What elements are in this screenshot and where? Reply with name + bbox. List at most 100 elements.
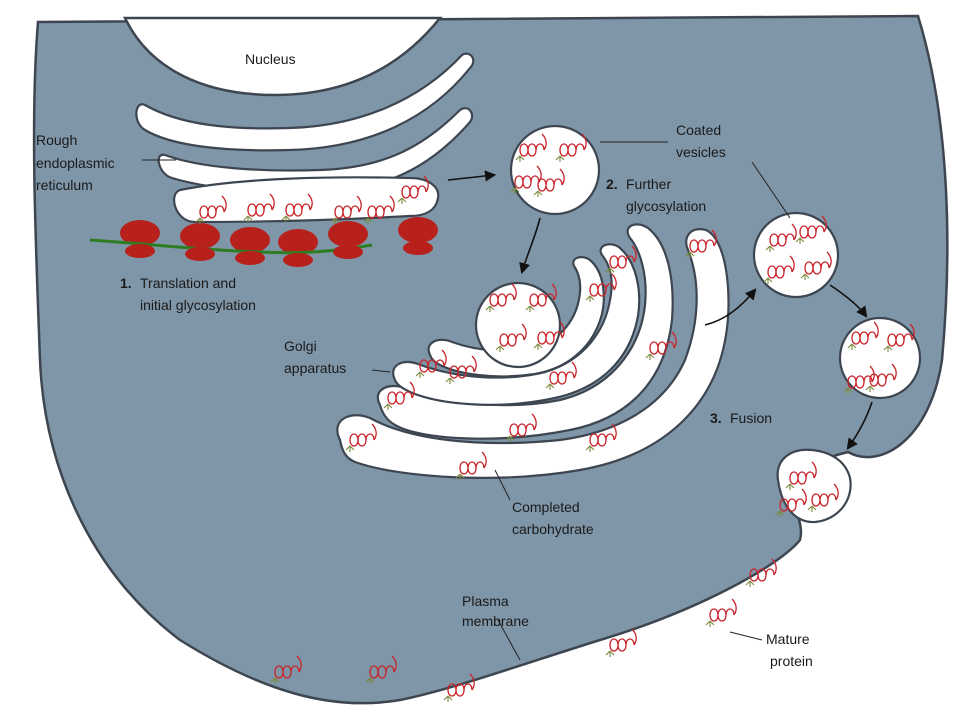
label-rer-1: Rough (36, 132, 77, 148)
leader-completed (494, 469, 511, 501)
ribosome-large-subunit (398, 217, 438, 243)
glycoprotein (533, 168, 565, 197)
vesicle-er-derived (509, 124, 601, 216)
arrow-vesicle-to-vesicle (829, 284, 868, 318)
glycoprotein (455, 451, 487, 480)
glycoprotein (685, 229, 717, 258)
glycoprotein (883, 323, 915, 352)
glycoprotein (765, 223, 797, 252)
rough-er (135, 52, 475, 224)
er-cisterna-2 (157, 107, 474, 194)
glycoprotein (195, 195, 227, 224)
label-step1-line2: initial glycosylation (140, 297, 256, 313)
leader-golgi (371, 369, 391, 373)
glycoprotein (510, 165, 542, 194)
label-coated-1: Coated (676, 122, 721, 138)
glycoprotein (281, 193, 313, 222)
arrow-vesicle-down (519, 217, 541, 275)
leader-coated-vesicles-2 (751, 161, 791, 219)
glycoprotein (505, 413, 537, 442)
ribosome-large-subunit (328, 221, 368, 247)
glycoprotein (397, 175, 429, 204)
label-plasma-1: Plasma (462, 593, 509, 609)
glycoprotein (330, 195, 362, 224)
glycoprotein (485, 283, 517, 312)
label-completed-2: carbohydrate (512, 521, 594, 537)
glycoprotein (585, 423, 617, 452)
glycoprotein (785, 461, 817, 490)
golgi-cisterna-1 (336, 228, 730, 479)
flow-arrows (447, 170, 873, 450)
label-plasma-2: membrane (462, 613, 529, 629)
glycoprotein (763, 255, 795, 284)
glycoprotein (847, 321, 879, 350)
glycoprotein (443, 673, 475, 702)
label-step1-number: 1. (120, 275, 132, 291)
leader-lines (142, 141, 791, 661)
ribosome-small-subunit (125, 244, 155, 258)
ribosome-large-subunit (230, 227, 270, 253)
label-mature-1: Mature (766, 631, 810, 647)
label-golgi-1: Golgi (284, 338, 317, 354)
glycoprotein (745, 558, 777, 587)
label-nucleus: Nucleus (245, 51, 296, 67)
glycoprotein (363, 195, 395, 224)
label-golgi-2: apparatus (284, 360, 346, 376)
label-step2-line1: Further (626, 176, 671, 192)
ribosome-small-subunit (333, 245, 363, 259)
glycoprotein (345, 423, 377, 452)
ribosome-small-subunit (403, 241, 433, 255)
glycoprotein (383, 381, 415, 410)
glycoprotein (495, 323, 527, 352)
ribosome-small-subunit (185, 247, 215, 261)
label-step3-number: 3. (710, 410, 722, 426)
glycoprotein (415, 349, 447, 378)
glycoprotein (515, 133, 547, 162)
nucleus (123, 16, 443, 97)
glycoprotein (795, 215, 827, 244)
leader-plasma (497, 619, 521, 661)
label-rer-3: reticulum (36, 177, 93, 193)
label-coated-2: vesicles (676, 144, 726, 160)
label-completed-1: Completed (512, 499, 580, 515)
ribosome-small-subunit (235, 251, 265, 265)
ribosome-small-subunit (283, 253, 313, 267)
glycoprotein (605, 245, 637, 274)
glycoprotein (865, 363, 897, 392)
glycoprotein (585, 273, 617, 302)
glycoprotein (555, 133, 587, 162)
glycoprotein (243, 193, 275, 222)
glycoprotein (525, 283, 557, 312)
mrna-ribosomes (89, 217, 438, 267)
er-cisterna-3 (173, 176, 440, 224)
glycoprotein (775, 488, 807, 517)
label-step1-line1: Translation and (140, 275, 236, 291)
leader-mature (729, 631, 763, 641)
ribosome-large-subunit (278, 229, 318, 255)
glycoprotein (365, 655, 397, 684)
label-step2-number: 2. (606, 176, 618, 192)
glycoprotein (843, 365, 875, 394)
arrow-er-to-vesicle (447, 170, 497, 182)
er-cisterna-1 (135, 52, 475, 152)
glycoprotein (270, 655, 302, 684)
glycoprotein (445, 355, 477, 384)
glycoprotein (705, 598, 737, 627)
label-mature-2: protein (770, 653, 813, 669)
glycoprotein (605, 628, 637, 657)
glycoprotein (545, 361, 577, 390)
label-step2-line2: glycosylation (626, 198, 706, 214)
glycoprotein (533, 321, 565, 350)
ribosome-large-subunit (180, 223, 220, 249)
glycoprotein (807, 483, 839, 512)
vesicle-from-golgi (752, 211, 840, 299)
glycoproteins (195, 133, 915, 702)
ribosome-large-subunit (120, 220, 160, 246)
golgi-cisterna-3 (392, 243, 641, 406)
label-rer-2: endoplasmic (36, 155, 115, 171)
arrow-golgi-to-vesicle (704, 288, 757, 326)
labels: Nucleus Rough endoplasmic reticulum 1. T… (36, 51, 813, 669)
glycoprotein (800, 251, 832, 280)
